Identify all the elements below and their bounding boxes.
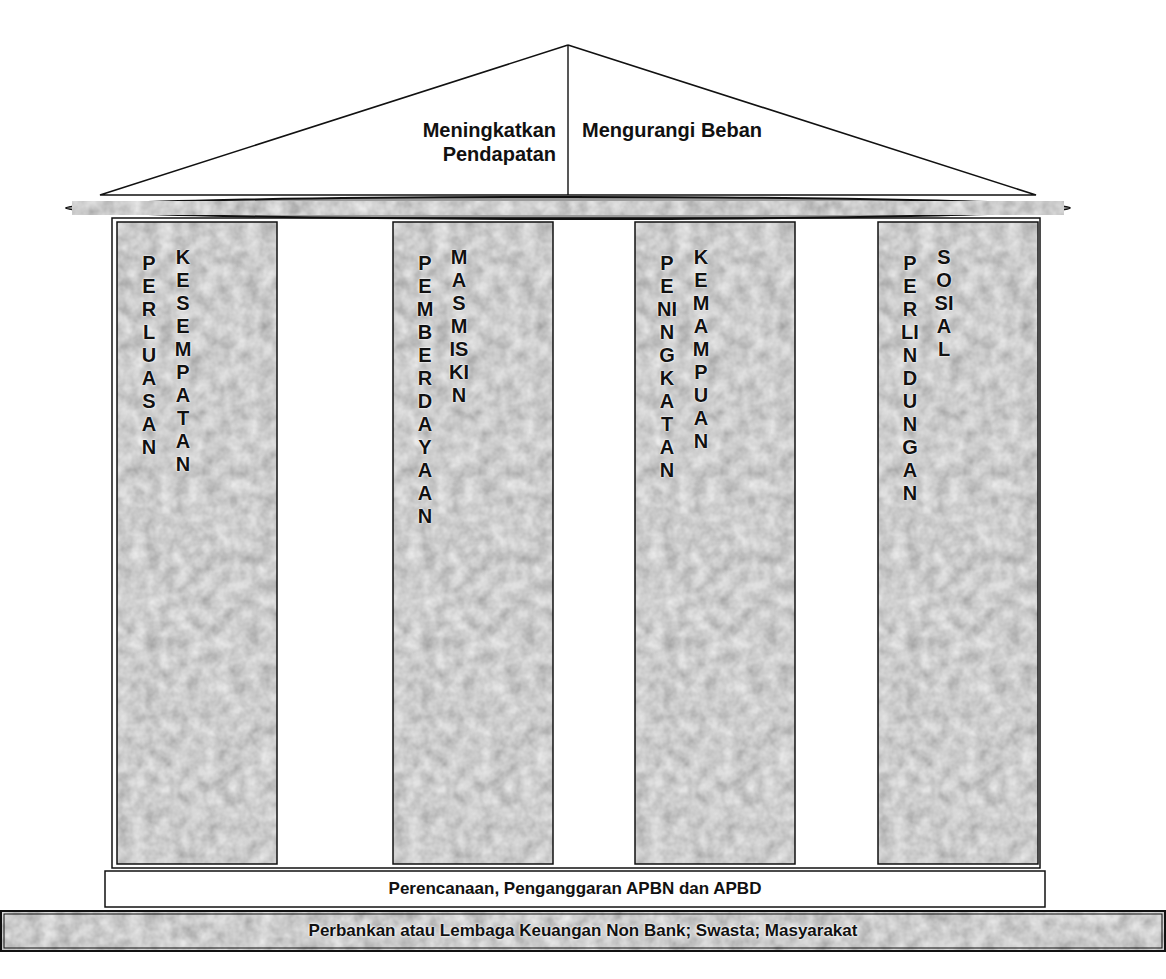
pillar-label: PENINGKATAN [657, 252, 677, 482]
roof-beam [66, 197, 1070, 219]
roof-label: Mengurangi Beban [582, 118, 782, 142]
base-border [1, 911, 1165, 951]
pillar-label: PEMBERDAYAAN [415, 252, 435, 528]
pillar-border [117, 222, 277, 864]
pillar-texture [878, 222, 1038, 864]
pillar-texture [393, 222, 553, 864]
roof-label: Meningkatkan Pendapatan [356, 118, 556, 166]
pillar-label: SOSIAL [934, 246, 954, 361]
band-border [105, 871, 1045, 907]
pillar-label: PERLUASAN [139, 252, 159, 459]
pillar: PERLINDUNGAN SOSIAL [878, 222, 1038, 864]
pillar-frame [112, 218, 1040, 868]
roof-triangle-outline [100, 40, 1036, 200]
pillar-texture [635, 222, 795, 864]
pillar-texture [117, 222, 277, 864]
pillar: PEMBERDAYAAN MASMISKIN [393, 222, 553, 864]
roof-outline [100, 45, 1036, 195]
roof-divider [567, 45, 568, 195]
roof-beam-texture [72, 201, 1064, 215]
pillar: PENINGKATAN KEMAMPUAN [635, 222, 795, 864]
roof-triangle: Meningkatkan Pendapatan Mengurangi Beban [100, 40, 1036, 200]
pillar-border [393, 222, 553, 864]
pillar: PERLUASAN KESEMPATAN [117, 222, 277, 864]
pillar-label: MASMISKIN [449, 246, 469, 407]
pillar-outline [878, 222, 1038, 864]
pillar-label: PERLINDUNGAN [900, 252, 920, 505]
band-label: Perbankan atau Lembaga Keuangan Non Bank… [0, 921, 1166, 941]
pillar-outline [117, 222, 277, 864]
base-texture [0, 910, 1166, 952]
pillar-label: KESEMPATAN [173, 246, 193, 476]
foundation-band: Perbankan atau Lembaga Keuangan Non Bank… [0, 910, 1166, 952]
pillar-border [878, 222, 1038, 864]
pillar-border [635, 222, 795, 864]
planning-band: Perencanaan, Penganggaran APBN dan APBD [105, 871, 1045, 907]
pillar-label: KEMAMPUAN [691, 246, 711, 453]
band-label: Perencanaan, Penganggaran APBN dan APBD [105, 879, 1045, 899]
